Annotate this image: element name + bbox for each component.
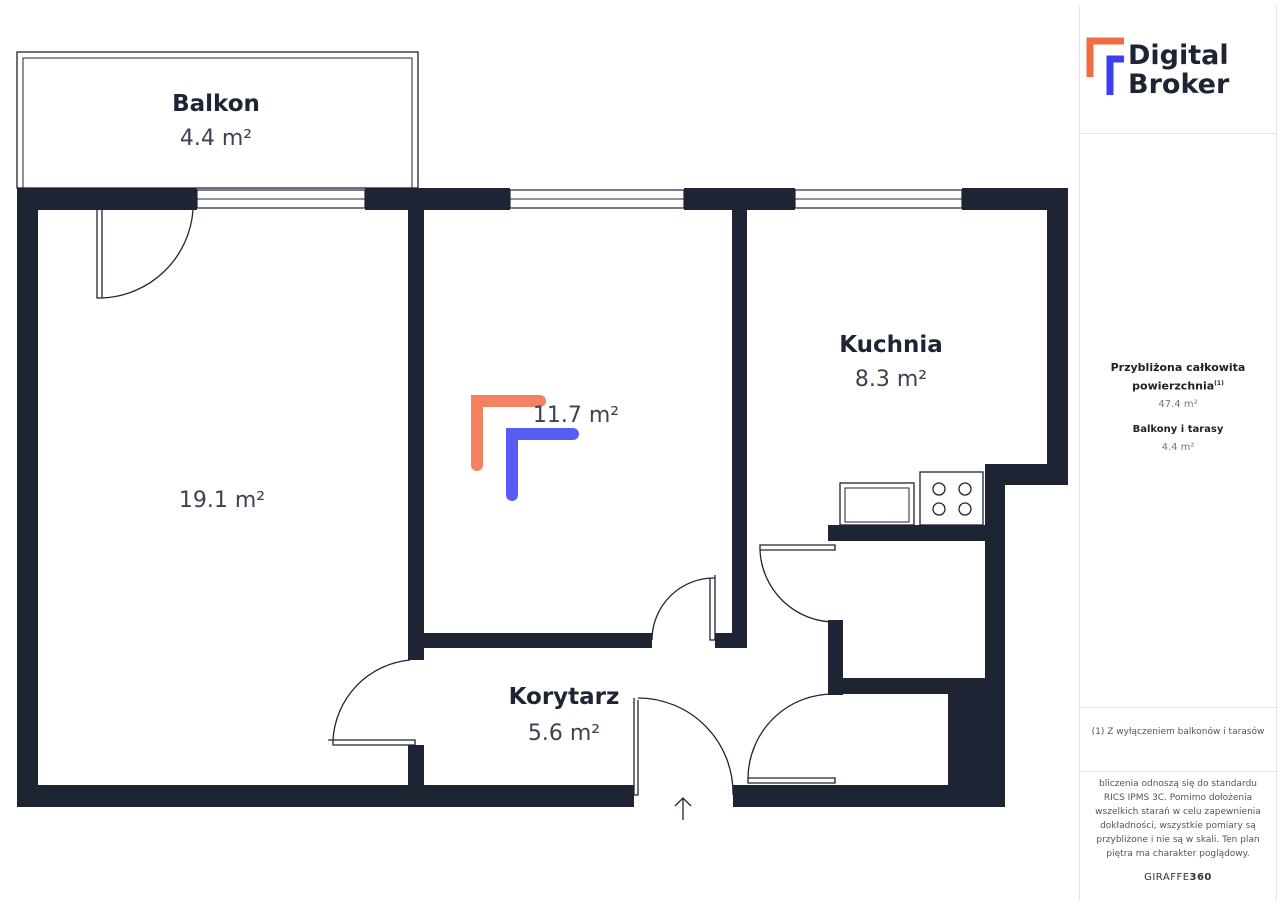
- door-balcony: [96, 200, 194, 299]
- balcony-outline: [16, 51, 419, 189]
- stove-burner: [932, 502, 946, 516]
- door-living: [328, 659, 416, 746]
- sink: [839, 482, 915, 526]
- wall-bedroom-bottom-right: [715, 633, 747, 648]
- room-name-korytarz: Korytarz: [509, 684, 620, 710]
- door-kitchen-closet: [759, 544, 836, 623]
- wall-closet-mid: [828, 678, 988, 694]
- wall-bedroom-kitchen: [732, 210, 747, 645]
- wall-bottom-right: [733, 785, 1005, 807]
- wall-closet-left: [828, 620, 843, 695]
- wall-left: [17, 188, 38, 807]
- watermark-logo-blue: [506, 428, 579, 501]
- wall-top-right: [962, 188, 1068, 210]
- room-name-balkon: Balkon: [172, 91, 260, 117]
- floor-plan: Balkon 4.4 m² 19.1 m² 11.7 m² Kuchnia 8.…: [16, 51, 1068, 820]
- brand-part1: GIRAFFE: [1144, 872, 1190, 883]
- wall-bedroom-bottom: [424, 633, 652, 648]
- door-entrance: [633, 697, 734, 796]
- stove: [919, 471, 984, 526]
- stove-burner: [958, 502, 972, 516]
- logo-mark-icon: [1086, 37, 1124, 95]
- stove-burner: [958, 482, 972, 496]
- wall-top-left: [17, 188, 197, 210]
- balcony-area-value: 4.4 m²: [1161, 441, 1195, 453]
- door-bathroom: [747, 693, 836, 784]
- wall-living-bedroom: [408, 210, 424, 660]
- entrance-arrow-icon: [674, 797, 692, 820]
- logo: Digital Broker: [1080, 5, 1276, 134]
- balcony-inner-line: [22, 57, 413, 189]
- wall-bottom-left: [17, 785, 634, 807]
- wall-living-bottom: [408, 745, 424, 785]
- balcony-area-label: Balkony i tarasy: [1132, 423, 1224, 435]
- giraffe360-brand: GIRAFFE360: [1090, 871, 1266, 885]
- room-area-kuchnia: 8.3 m²: [855, 367, 927, 392]
- room-area-korytarz: 5.6 m²: [528, 721, 600, 746]
- wall-top-mid2: [684, 188, 795, 210]
- wall-kitchen-bottom: [828, 525, 988, 541]
- total-area-value: 47.4 m²: [1158, 398, 1198, 410]
- wall-right-mid: [985, 464, 1005, 680]
- wall-right-step: [985, 464, 1068, 485]
- logo-text-digital: Digital: [1128, 40, 1229, 71]
- disclaimer-section: bliczenia odnoszą się do standardu RICS …: [1080, 773, 1276, 900]
- wall-top-mid1: [365, 188, 510, 210]
- sink-basin: [844, 487, 910, 523]
- door-bedroom: [651, 575, 716, 641]
- wall-right-upper: [1047, 188, 1068, 485]
- total-area-footnote-ref: (1): [1214, 380, 1224, 387]
- total-area-label: Przybliżona całkowita powierzchnia: [1110, 361, 1246, 393]
- room-area-balkon: 4.4 m²: [180, 126, 252, 151]
- stove-burner: [932, 482, 946, 496]
- info-panel: Digital Broker Przybliżona całkowita pow…: [1079, 5, 1277, 900]
- area-summary: Przybliżona całkowita powierzchnia(1) 47…: [1080, 134, 1276, 708]
- logo-text-broker: Broker: [1128, 69, 1230, 100]
- footnote: (1) Z wyłączeniem balkonów i tarasów: [1080, 708, 1276, 772]
- disclaimer-text: bliczenia odnoszą się do standardu RICS …: [1095, 779, 1261, 859]
- room-name-kuchnia: Kuchnia: [839, 332, 943, 358]
- room-area-living: 19.1 m²: [179, 488, 265, 513]
- room-area-bedroom: 11.7 m²: [533, 403, 619, 428]
- brand-part2: 360: [1189, 872, 1212, 883]
- watermark-logo-orange: [471, 395, 546, 471]
